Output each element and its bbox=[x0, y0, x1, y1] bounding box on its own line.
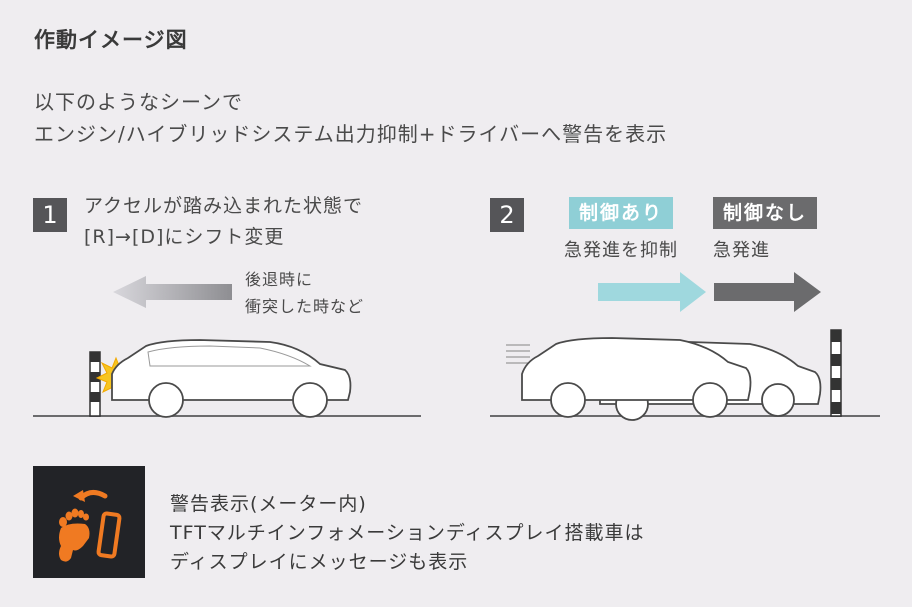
scene-number-1: 1 bbox=[33, 198, 67, 232]
car-icon-scene-1 bbox=[111, 339, 352, 418]
page-title: 作動イメージ図 bbox=[34, 28, 188, 52]
reverse-arrow-icon bbox=[113, 276, 232, 308]
scene-number-2: 2 bbox=[490, 198, 524, 232]
accelerator-pedal-warning-icon bbox=[59, 490, 122, 562]
scene-1-line-2: [R]→[D]にシフト変更 bbox=[84, 226, 285, 248]
barrier-pole-icon-2 bbox=[830, 329, 842, 417]
scene-1-note-2: 衝突した時など bbox=[245, 297, 365, 316]
tag-controlled: 制御あり bbox=[569, 197, 674, 229]
warning-line-3: ディスプレイにメッセージも表示 bbox=[170, 551, 469, 573]
tag-uncontrolled: 制御なし bbox=[713, 197, 818, 229]
warning-line-2: TFTマルチインフォメーションディスプレイ搭載車は bbox=[170, 522, 645, 544]
sub-controlled: 急発進を抑制 bbox=[564, 240, 678, 261]
warning-display bbox=[33, 466, 145, 578]
intro-line-2: エンジン/ハイブリッドシステム出力抑制+ドライバーへ警告を表示 bbox=[34, 122, 668, 146]
sub-uncontrolled: 急発進 bbox=[713, 240, 770, 261]
uncontrolled-arrow-icon bbox=[714, 272, 821, 312]
barrier-pole-icon bbox=[89, 351, 101, 417]
scene-1-line-1: アクセルが踏み込まれた状態で bbox=[84, 195, 364, 217]
controlled-arrow-icon bbox=[598, 272, 706, 312]
warning-line-1: 警告表示(メーター内) bbox=[170, 493, 367, 515]
intro-line-1: 以下のようなシーンで bbox=[34, 90, 243, 114]
warning-text: 警告表示(メーター内) TFTマルチインフォメーションディスプレイ搭載車は ディ… bbox=[170, 490, 645, 577]
car-icon-scene-2-front bbox=[521, 337, 752, 418]
speed-lines-icon bbox=[506, 344, 530, 364]
scene-1-note-1: 後退時に bbox=[245, 270, 314, 289]
